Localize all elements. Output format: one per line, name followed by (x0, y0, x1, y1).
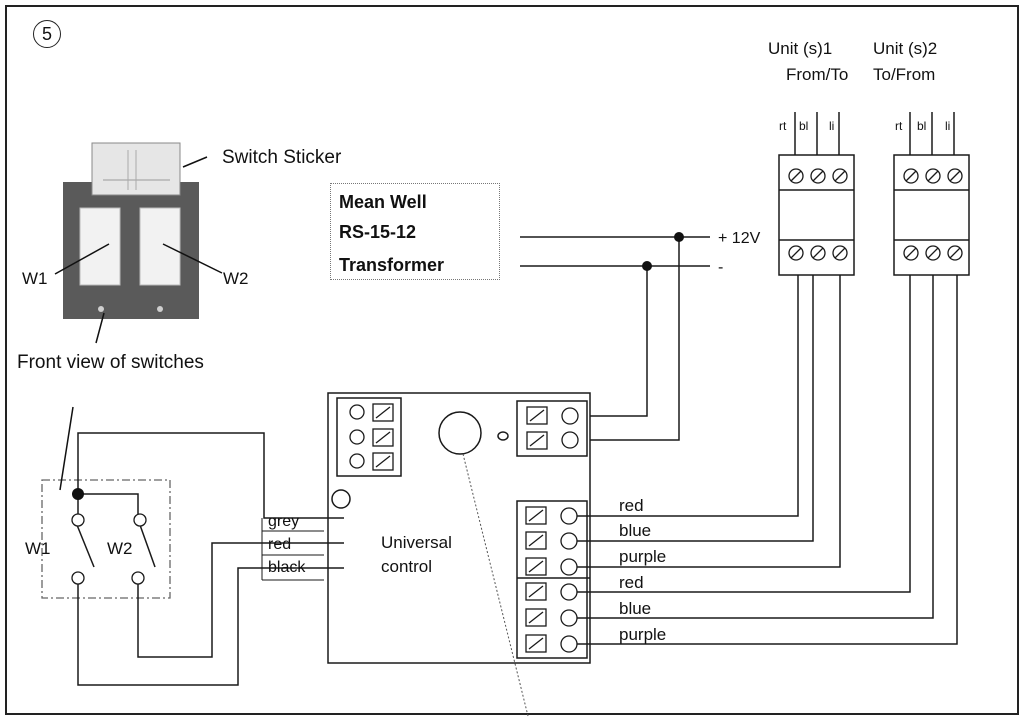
power-supply-brand: Mean Well (339, 192, 427, 212)
unit-2-title: Unit (s)2 (873, 39, 938, 58)
step-number: 5 (33, 20, 61, 48)
switch-schematic (41, 406, 344, 686)
unit-2-terminal-rt: rt (895, 119, 903, 133)
output-wire-4: red (619, 573, 644, 592)
power-supply-model: RS-15-12 (339, 222, 417, 242)
unit-2-terminal-li: li (945, 119, 951, 133)
control-knob (438, 411, 482, 455)
universal-control-box (327, 392, 591, 664)
junction-negative (642, 261, 652, 271)
rocker-w1 (79, 207, 121, 286)
positive-12v-label: + 12V (718, 230, 761, 247)
wire-label-grey: grey (268, 513, 300, 530)
power-supply-type: Transformer (339, 255, 445, 275)
w1-front-label: W1 (22, 269, 48, 288)
control-led (331, 489, 351, 509)
w2-schematic-label: W2 (107, 539, 133, 558)
diagram-frame (5, 5, 1019, 715)
unit-1-subtitle: From/To (786, 65, 849, 84)
power-supply-box: Mean Well RS-15-12 Transformer (330, 183, 500, 280)
output-wire-3: purple (619, 547, 667, 566)
control-power-terminals (526, 406, 579, 450)
output-wire-6: purple (619, 625, 667, 644)
wire-label-red: red (268, 536, 292, 553)
unit-1-terminal-rt: rt (779, 119, 787, 133)
output-wire-1: red (619, 496, 644, 515)
unit-2-terminal-bl: bl (917, 119, 927, 133)
wire-label-black: black (268, 559, 306, 576)
unit-screw-slots (790, 170, 961, 259)
unit-1-terminal-bl: bl (799, 119, 809, 133)
w1-schematic-label: W1 (25, 539, 51, 558)
universal-control-label-1: Universal (381, 533, 452, 552)
junction-positive (674, 232, 684, 242)
switch-front-view (54, 142, 223, 344)
w2-front-label: W2 (223, 269, 249, 288)
output-wires (577, 275, 958, 645)
switch-common-junction (72, 488, 84, 500)
universal-control-label-2: control (381, 557, 433, 576)
control-output-terminals (525, 506, 578, 653)
negative-label: - (718, 259, 724, 276)
unit-2-subtitle: To/From (873, 65, 936, 84)
switch-sticker-label: Switch Sticker (222, 147, 342, 168)
output-wire-5: blue (619, 599, 652, 618)
rocker-w2 (139, 207, 181, 286)
unit-1-title: Unit (s)1 (768, 39, 833, 58)
output-wire-2: blue (619, 521, 652, 540)
front-view-label: Front view of switches (17, 352, 204, 373)
unit-1-terminal-li: li (829, 119, 835, 133)
control-left-terminals (349, 403, 394, 471)
knob-pointer-line (462, 453, 529, 717)
